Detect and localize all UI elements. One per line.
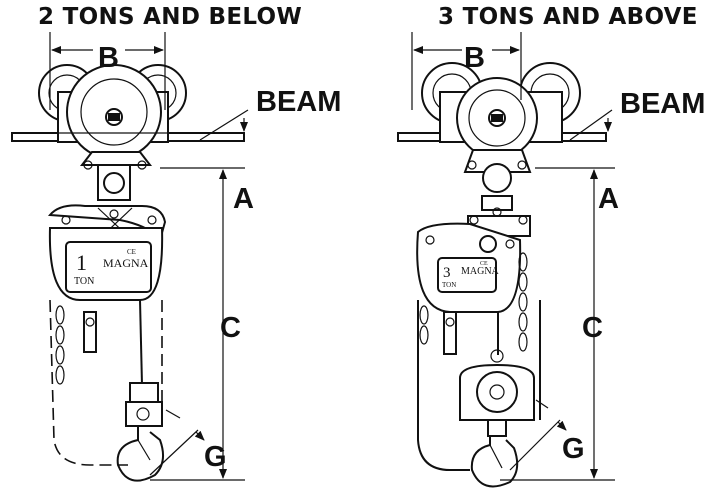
left-label-b: B xyxy=(98,42,119,74)
right-panel-heading: 3 TONS AND ABOVE xyxy=(438,4,698,30)
right-label-c: C xyxy=(582,312,603,344)
right-suspension-ring xyxy=(482,163,512,193)
left-hook xyxy=(116,426,165,482)
left-label-beam: BEAM xyxy=(256,86,341,118)
left-label-c: C xyxy=(220,312,241,344)
left-label-a: A xyxy=(233,183,254,215)
right-plate-mark: CE xyxy=(480,261,488,267)
left-hoist: 1 MAGNA CE TON xyxy=(11,64,245,482)
right-label-b: B xyxy=(464,42,485,74)
right-hook xyxy=(470,436,519,488)
right-capacity-plate xyxy=(437,257,497,293)
right-hoist: 3 MAGNA CE TON xyxy=(397,62,607,488)
left-dimensions xyxy=(49,32,249,481)
left-plate-capacity: 1 xyxy=(76,250,87,275)
right-plate-unit: TON xyxy=(442,281,456,289)
left-capacity-plate xyxy=(65,241,152,293)
left-label-g: G xyxy=(204,441,227,473)
left-plate-unit: TON xyxy=(74,276,94,287)
right-label-g: G xyxy=(562,433,585,465)
right-plate-capacity: 3 xyxy=(443,265,451,281)
right-label-beam: BEAM xyxy=(620,88,705,120)
right-dimensions xyxy=(411,32,615,481)
right-label-a: A xyxy=(598,183,619,215)
right-plate-brand: MAGNA xyxy=(461,266,500,277)
left-panel-heading: 2 TONS AND BELOW xyxy=(38,4,303,30)
left-plate-mark: CE xyxy=(127,248,136,256)
left-plate-brand: MAGNA xyxy=(103,256,149,270)
